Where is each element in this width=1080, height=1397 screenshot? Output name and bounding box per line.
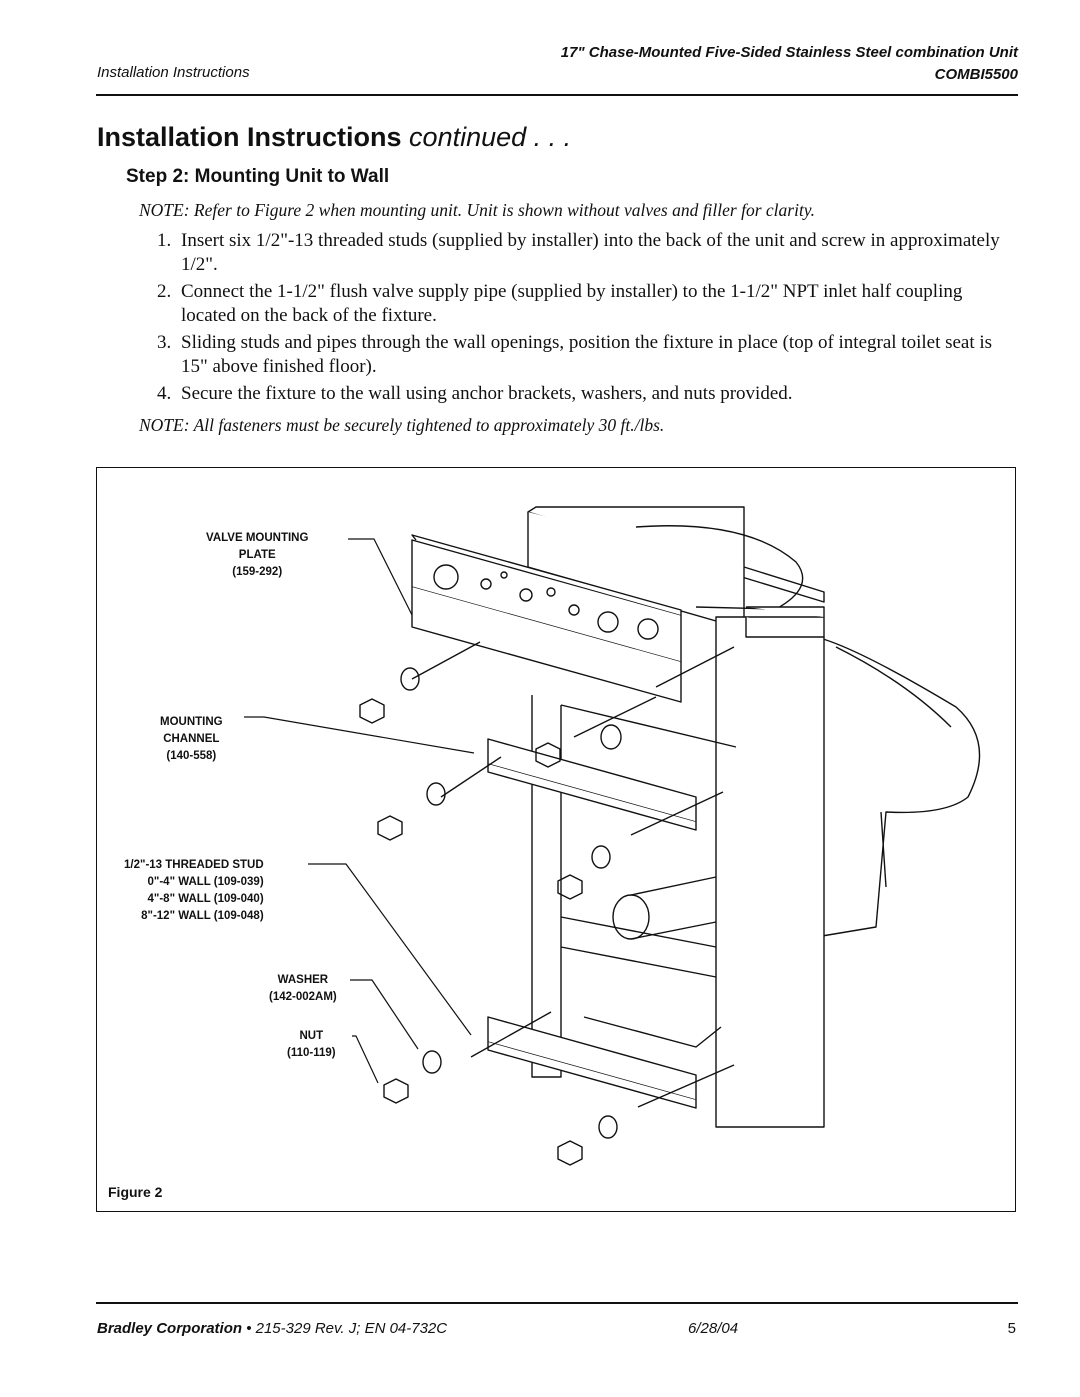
step-number: 1. (157, 230, 172, 251)
footer-rule (96, 1302, 1018, 1304)
mounting-diagram (244, 506, 981, 1166)
callout-text: PLATE (238, 549, 276, 561)
page-number: 5 (1007, 1320, 1016, 1337)
callout-text: (159-292) (232, 566, 283, 578)
step-item: 3. Sliding studs and pipes through the wa… (157, 331, 1002, 378)
header-model: COMBI5500 (934, 66, 1018, 83)
step-number: 3. (157, 332, 172, 353)
step-item: 4. Secure the fixture to the wall using a… (157, 382, 1002, 406)
note-fasteners: NOTE: All fasteners must be securely tig… (139, 415, 665, 435)
step-number: 2. (157, 281, 172, 302)
page-title: Installation Instructions continued . . … (97, 122, 571, 153)
callout-valve-plate: VALVE MOUNTING PLATE (159-292) (206, 530, 308, 581)
step-list: 1. Insert six 1/2"-13 threaded studs (sup… (157, 229, 1002, 410)
callout-text: 0"-4" WALL (109-039) (147, 876, 264, 888)
figure-frame (96, 467, 1016, 1212)
fixture-back-panel (527, 506, 825, 1128)
step-item: 2. Connect the 1-1/2" flush valve supply … (157, 280, 1002, 327)
step-text: Connect the 1-1/2" flush valve supply pi… (181, 281, 963, 326)
callout-threaded-stud: 1/2"-13 THREADED STUD 0"-4" WALL (109-03… (124, 857, 264, 925)
vertical-frame (531, 695, 737, 1078)
mounting-channel-drawing (487, 738, 697, 1109)
header-product: 17" Chase-Mounted Five-Sided Stainless S… (561, 42, 1018, 86)
callout-text: (140-558) (166, 750, 217, 762)
step-item: 1. Insert six 1/2"-13 threaded studs (sup… (157, 229, 1002, 276)
callout-washer: WASHER (142-002AM) (269, 972, 337, 1006)
step-title: Step 2: Mounting Unit to Wall (126, 166, 390, 187)
step-number: 4. (157, 383, 172, 404)
header-rule (96, 94, 1018, 96)
step-text: Insert six 1/2"-13 threaded studs (suppl… (181, 230, 1000, 275)
step-text: Secure the fixture to the wall using anc… (181, 383, 793, 404)
footer-date: 6/28/04 (688, 1320, 739, 1337)
header-section: Installation Instructions (97, 64, 250, 81)
callout-text: 1/2"-13 THREADED STUD (124, 859, 264, 871)
step-text: Sliding studs and pipes through the wall… (181, 332, 993, 377)
page-title-continued: continued . . . (409, 122, 572, 152)
callout-text: CHANNEL (163, 733, 220, 745)
washers (400, 667, 618, 1139)
toilet-bowl-drawing (815, 636, 981, 938)
footer-doc-ref: • 215-329 Rev. J; EN 04-732C (242, 1320, 448, 1337)
page-title-main: Installation Instructions (97, 122, 402, 152)
note-intro: NOTE: Refer to Figure 2 when mounting un… (139, 200, 815, 220)
callout-text: (110-119) (287, 1047, 336, 1059)
callout-nut: NUT (110-119) (287, 1028, 336, 1062)
valve-plate-drawing (411, 534, 682, 703)
footer-company: Bradley Corporation • 215-329 Rev. J; EN… (97, 1320, 447, 1337)
nuts (359, 698, 583, 1166)
callout-text: WASHER (277, 974, 329, 986)
callout-text: NUT (299, 1030, 324, 1042)
callout-text: (142-002AM) (269, 991, 337, 1003)
threaded-studs (411, 641, 735, 1108)
leader-lines (244, 538, 475, 1084)
callout-mounting-channel: MOUNTING CHANNEL (140-558) (160, 714, 223, 765)
header-product-title: 17" Chase-Mounted Five-Sided Stainless S… (560, 44, 1018, 61)
callout-text: 8"-12" WALL (109-048) (141, 910, 264, 922)
callout-text: VALVE MOUNTING (206, 532, 309, 544)
footer-company-name: Bradley Corporation (97, 1320, 243, 1337)
figure-label: Figure 2 (108, 1184, 163, 1200)
callout-text: 4"-8" WALL (109-040) (147, 893, 264, 905)
callout-text: MOUNTING (160, 716, 223, 728)
